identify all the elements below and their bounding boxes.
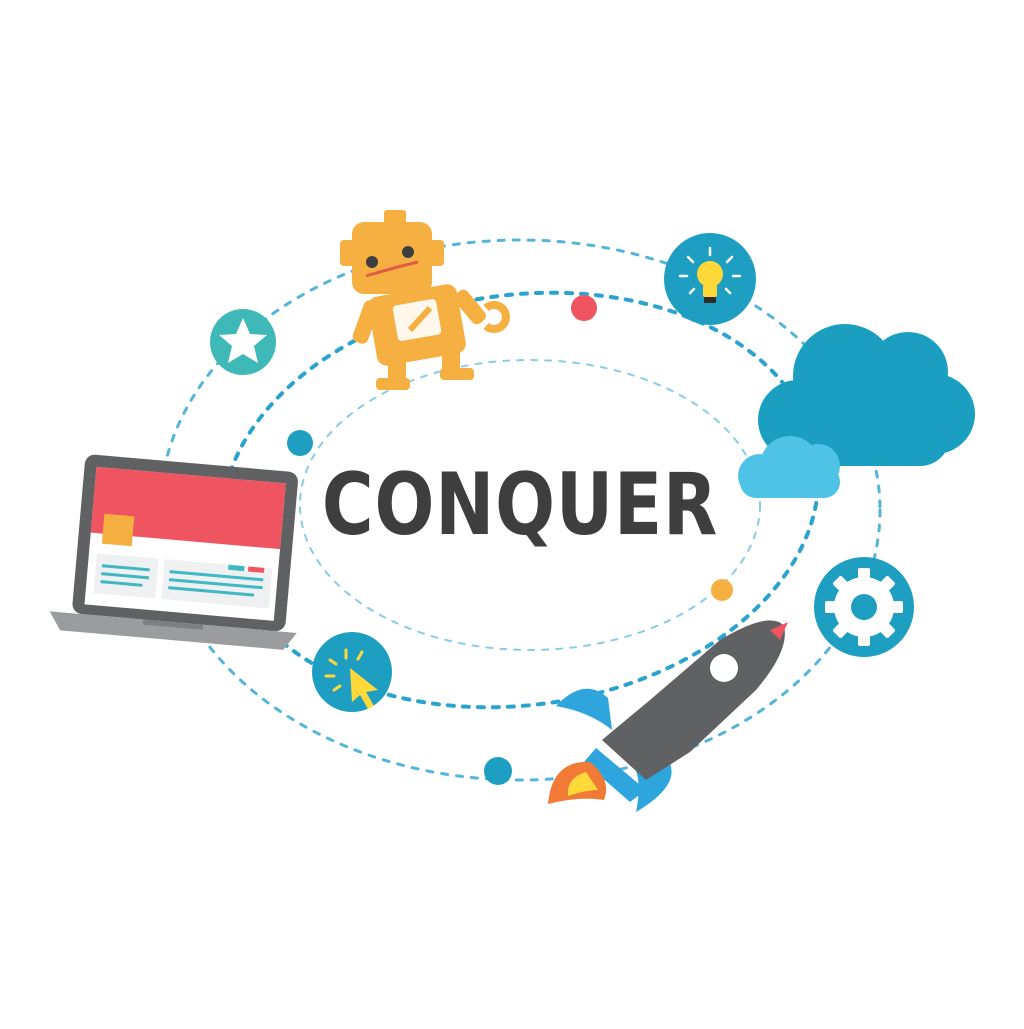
orbit-dot-yellow	[711, 579, 733, 601]
cloud-icon	[738, 324, 975, 498]
cursor-click-icon	[312, 632, 392, 712]
orbit-dot-teal-left	[287, 430, 313, 456]
inner-orbit	[299, 359, 761, 651]
rocket-icon	[548, 620, 788, 812]
headline-title: CONQUER	[321, 455, 719, 555]
robot-icon	[340, 210, 510, 390]
lightbulb-icon	[664, 233, 756, 325]
laptop-icon	[49, 454, 298, 650]
gear-icon	[814, 557, 914, 657]
star-icon	[210, 309, 276, 375]
orbit-dot-teal-bottom	[484, 757, 512, 785]
orbit-dot-red	[571, 295, 597, 321]
